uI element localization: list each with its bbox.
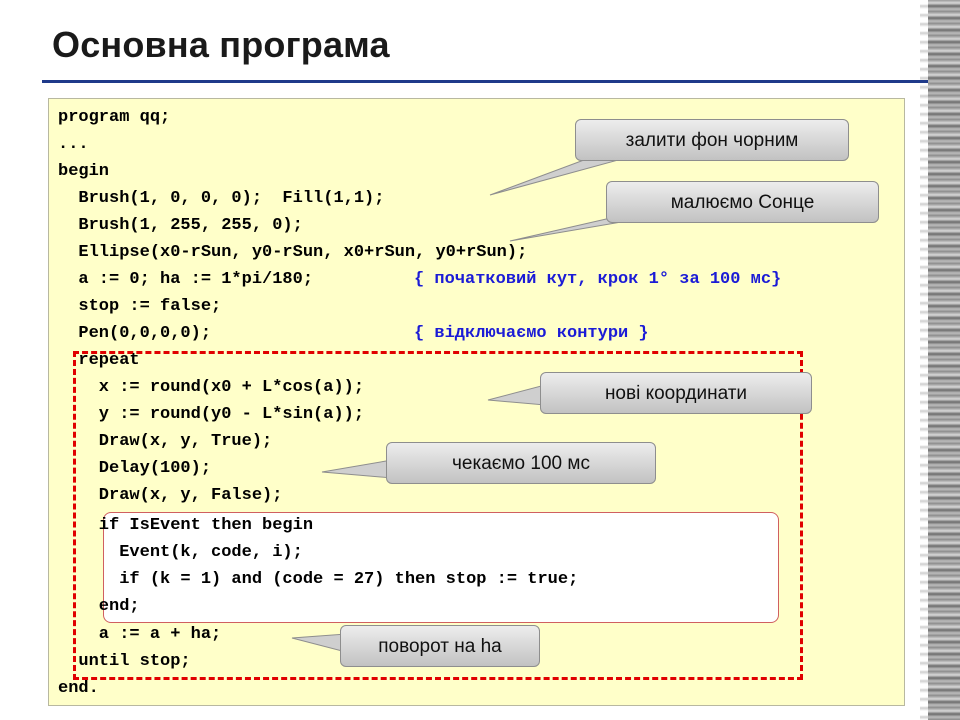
code-line-delay: Delay(100); (58, 459, 212, 478)
code-line-draw-false: Draw(x, y, False); (58, 486, 283, 505)
code-line-angle-init: a := 0; ha := 1*pi/180; (58, 270, 314, 289)
slide-title: Основна програма (52, 24, 390, 65)
pointer-rotate (291, 633, 347, 653)
title-underline (42, 80, 928, 83)
torn-paper-strip (928, 0, 960, 720)
code-line-brush-black: Brush(1, 0, 0, 0); Fill(1,1); (58, 189, 385, 208)
pointer-wait (321, 459, 393, 479)
code-line-ellipsis: ... (58, 135, 89, 154)
code-line-ellipse: Ellipse(x0-rSun, y0-rSun, x0+rSun, y0+rS… (58, 243, 528, 262)
code-line-if-escape: if (k = 1) and (code = 27) then stop := … (58, 570, 579, 589)
repeat-loop-frame (73, 351, 803, 680)
code-line-x: x := round(x0 + L*cos(a)); (58, 378, 365, 397)
event-handling-box (103, 512, 779, 623)
code-line-program: program qq; (58, 108, 171, 127)
callout-fill-black: залити фон чорним (575, 119, 849, 161)
code-line-pen: Pen(0,0,0,0); (58, 324, 212, 343)
code-line-brush-yellow: Brush(1, 255, 255, 0); (58, 216, 303, 235)
code-comment-disable-outlines: { відключаємо контури } (414, 324, 649, 343)
code-line-end-if: end; (58, 597, 140, 616)
code-line-repeat: repeat (58, 351, 140, 370)
callout-new-coords: нові координати (540, 372, 812, 414)
code-line-y: y := round(y0 - L*sin(a)); (58, 405, 365, 424)
code-line-draw-true: Draw(x, y, True); (58, 432, 273, 451)
code-line-stop-init: stop := false; (58, 297, 222, 316)
code-line-end: end. (58, 679, 99, 698)
code-line-event: Event(k, code, i); (58, 543, 303, 562)
code-line-angle-step: a := a + ha; (58, 625, 222, 644)
code-line-if-isevent: if IsEvent then begin (58, 516, 314, 535)
callout-rotate-ha: поворот на ha (340, 625, 540, 667)
code-line-until: until stop; (58, 652, 191, 671)
code-comment-initial-angle: { початковий кут, крок 1° за 100 мс} (414, 270, 782, 289)
code-line-begin: begin (58, 162, 110, 181)
callout-draw-sun: малюємо Сонце (606, 181, 879, 223)
callout-wait-100ms: чекаємо 100 мс (386, 442, 656, 484)
pointer-new-coords (487, 384, 546, 406)
